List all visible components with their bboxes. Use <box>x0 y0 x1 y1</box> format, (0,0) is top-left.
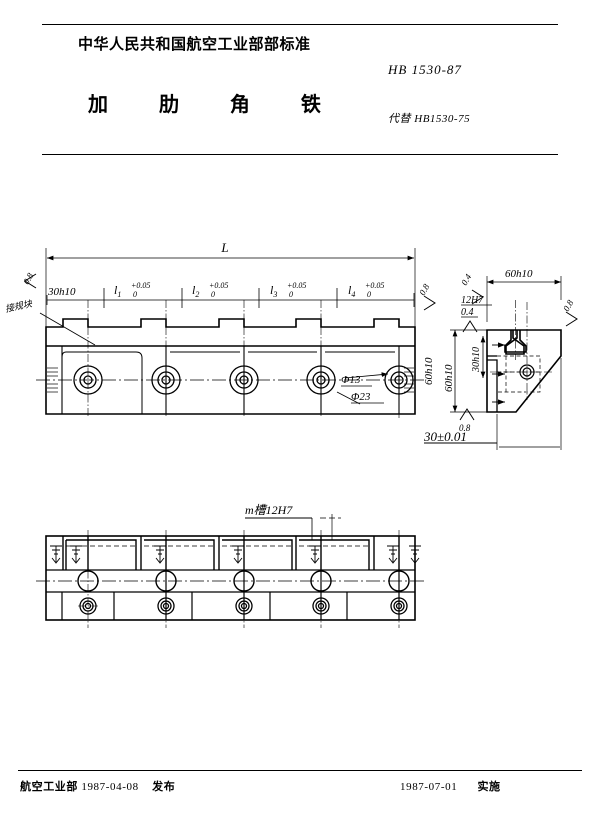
hole-large-label: Φ23 <box>351 391 371 403</box>
dim-chain: 30h10 l1 +0.05 0 l2 +0.05 0 <box>46 281 415 308</box>
standard-code: HB 1530-87 <box>388 62 462 77</box>
page-title: 加 肋 角 铁 <box>88 92 343 116</box>
dim-segment-3-lower: 0 <box>289 290 293 299</box>
dim-overall-length: L <box>47 240 414 261</box>
roughness-side-right-value: 0.8 <box>561 298 576 313</box>
dim-segment-1-upper: +0.05 <box>131 281 150 290</box>
dim-overall-length-label: L <box>220 240 228 255</box>
side-view-hole-centerline <box>490 302 552 400</box>
front-view: L 30h10 l1 +0. <box>4 240 436 418</box>
side-view-outline <box>486 329 562 413</box>
front-view-pockets <box>61 351 395 414</box>
slot-callout-side-label: 12H7 <box>461 295 484 306</box>
hole-callouts: Φ13 Φ23 <box>336 372 389 405</box>
roughness-front-left-value: 0.8 <box>21 271 36 286</box>
dim-side-height-label: 60h10 <box>443 364 455 392</box>
slot-note-plan: m槽12H7 <box>245 503 341 540</box>
footer-issue: 航空工业部 1987-04-08 发布 <box>20 778 175 794</box>
dim-segment-1: l1 +0.05 0 <box>114 281 150 299</box>
header-bottom-rule <box>42 154 558 155</box>
dim-segment-2-base: l <box>192 283 196 297</box>
footer-effective-label: 实施 <box>477 780 501 793</box>
dim-side-height: 60h10 <box>443 329 490 413</box>
dim-segment-3-sub: 3 <box>272 290 277 299</box>
plan-view: m槽12H7 <box>36 503 425 628</box>
roughness-front-right-value: 0.8 <box>417 282 432 297</box>
svg-text:l3: l3 <box>270 283 277 299</box>
footer-issuer: 航空工业部 <box>20 780 78 793</box>
dim-segment-3: l3 +0.05 0 <box>270 281 306 299</box>
dim-side-width-label: 60h10 <box>505 268 533 280</box>
dim-side-base-label: 30±0.01 <box>423 429 467 444</box>
slot-note-plan-label: m槽12H7 <box>245 503 293 517</box>
roughness-front-left: 0.8 <box>21 271 37 289</box>
dim-side-flange: 30h10 <box>471 347 482 373</box>
plan-view-bands <box>46 569 415 593</box>
leader-note-label: 接规块 <box>4 298 33 314</box>
dim-segment-4-base: l <box>348 283 352 297</box>
dim-segment-1-base: l <box>114 283 118 297</box>
svg-text:l1: l1 <box>114 283 121 299</box>
dim-segment-2: l2 +0.05 0 <box>192 281 228 299</box>
plan-view-ribs <box>62 536 400 570</box>
plan-view-outline <box>45 535 416 621</box>
dim-segment-3-base: l <box>270 283 274 297</box>
dim-front-height: 60h10 <box>423 357 435 385</box>
side-view-flange <box>487 355 498 412</box>
footer-rule <box>18 770 582 771</box>
svg-text:l2: l2 <box>192 283 199 299</box>
roughness-side-slot-value: 0.4 <box>461 307 474 318</box>
front-view-end-hatch <box>47 367 414 393</box>
footer-issue-label: 发布 <box>152 780 176 793</box>
dim-segment-3-upper: +0.05 <box>287 281 306 290</box>
side-view: 60h10 0.4 12H7 0.4 0.8 <box>423 268 578 450</box>
dim-first-segment: 30h10 <box>47 286 76 298</box>
side-view-section-arrows <box>492 342 505 405</box>
front-view-holes <box>73 300 414 418</box>
dim-segment-4: l4 +0.05 0 <box>348 281 384 299</box>
dim-segment-2-upper: +0.05 <box>209 281 228 290</box>
header-top-rule <box>42 24 558 25</box>
footer-effective: 1987-07-01 实施 <box>400 778 501 794</box>
plan-view-hole-centerlines <box>78 530 400 628</box>
dim-side-width: 60h10 <box>486 268 562 322</box>
dim-segment-4-sub: 4 <box>351 290 355 299</box>
roughness-side-bottom: 0.8 <box>459 408 475 433</box>
svg-text:l4: l4 <box>348 283 355 299</box>
roughness-side-right: 0.8 <box>561 298 578 327</box>
dim-segment-4-upper: +0.05 <box>365 281 384 290</box>
dim-side-base: 30±0.01 <box>423 358 562 450</box>
footer-issue-date: 1987-04-08 <box>81 781 139 793</box>
replaced-standard: 代替 HB1530-75 <box>388 113 471 125</box>
footer-effective-date: 1987-07-01 <box>400 781 458 793</box>
roughness-side-bottom-value: 0.8 <box>459 423 471 433</box>
roughness-front-right: 0.8 <box>417 282 436 311</box>
roughness-side-slot: 0.4 <box>461 307 478 333</box>
slot-callout-side: 12H7 <box>461 295 492 306</box>
leader-note-locating-block: 接规块 <box>4 298 96 346</box>
dim-segment-1-lower: 0 <box>133 290 137 299</box>
plan-view-separators <box>61 570 400 620</box>
dim-segment-2-lower: 0 <box>211 290 215 299</box>
dim-segment-4-lower: 0 <box>367 290 371 299</box>
plan-view-slot-symbols <box>50 545 421 564</box>
issuing-organization: 中华人民共和国航空工业部部标准 <box>78 35 311 53</box>
dim-segment-2-sub: 2 <box>195 290 199 299</box>
dim-segment-1-sub: 1 <box>117 290 121 299</box>
hole-small-label: Φ13 <box>341 374 361 386</box>
roughness-side-top-value: 0.4 <box>459 272 474 287</box>
